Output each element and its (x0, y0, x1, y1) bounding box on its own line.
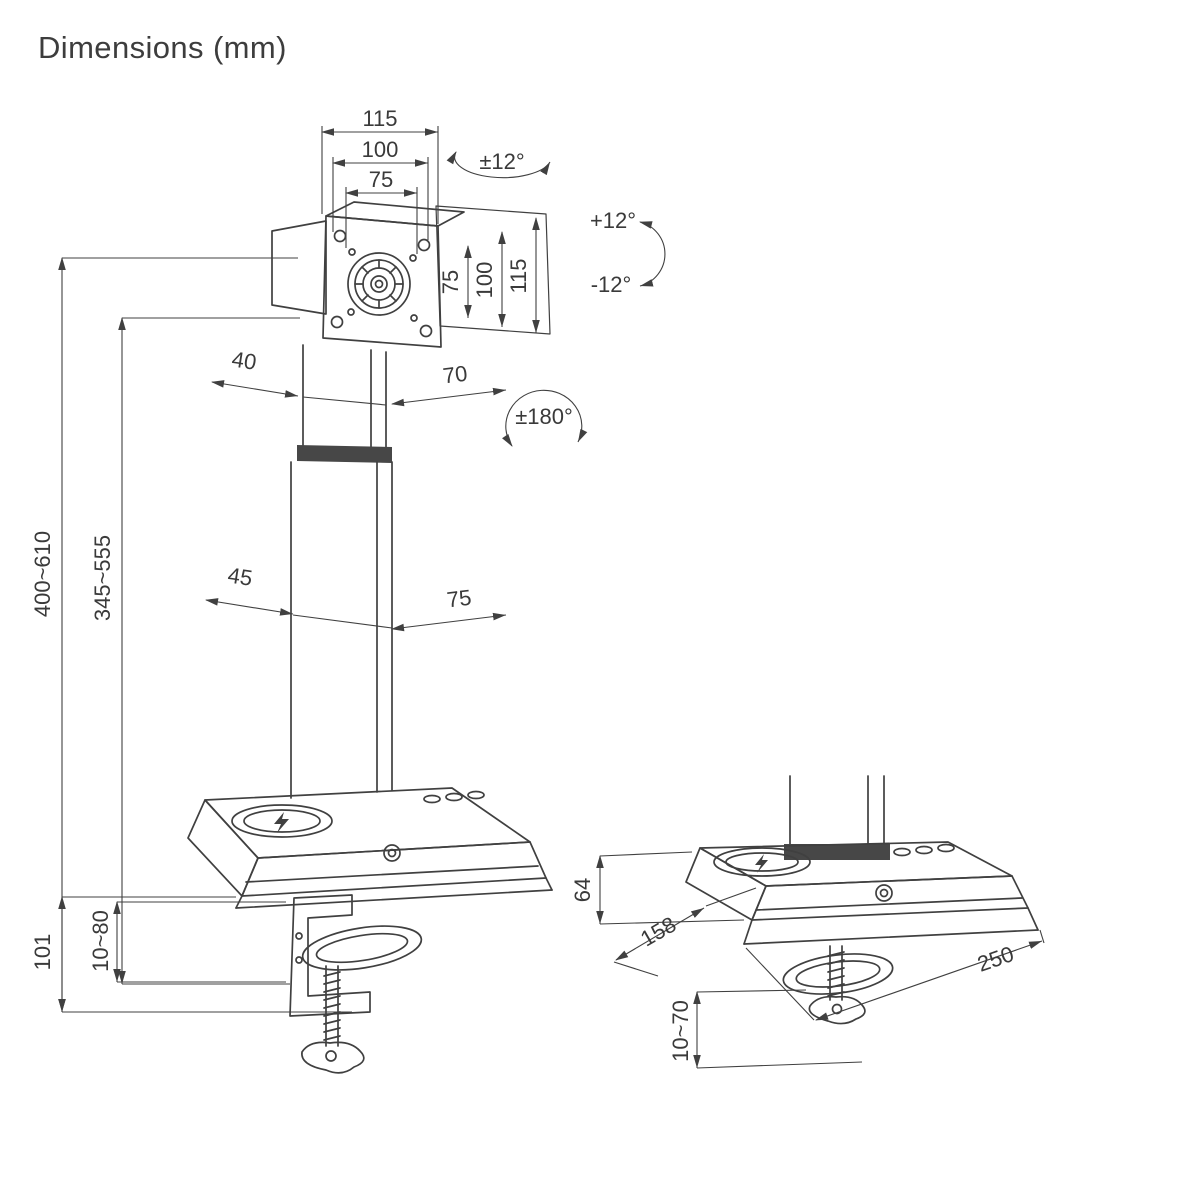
column-side (789, 775, 885, 845)
column-collar (297, 445, 392, 463)
dim-clamp-open-main: 10~80 (88, 910, 113, 972)
clamp-ring-handle (301, 925, 423, 971)
dim-height-total: 400~610 (30, 531, 55, 617)
dim-vesa-height-mid: 100 (472, 262, 497, 299)
dim-upper-column-depth: 40 (230, 346, 258, 375)
control-buttons-side (893, 843, 955, 857)
vesa-projection-outline (435, 205, 551, 335)
base-side (685, 841, 1039, 945)
swivel-arrow (446, 151, 551, 179)
charging-icon-side (755, 854, 768, 873)
dim-vesa-height-outer: 115 (506, 258, 531, 293)
clamp-knob (301, 1041, 365, 1074)
clamp-main (289, 894, 423, 1074)
front-button-side (875, 884, 893, 902)
dim-base-depth: 158 (636, 911, 680, 951)
dim-vesa-width-inner: 75 (369, 167, 393, 192)
dimension-labels: 115 100 75 ±12° 75 100 115 +12° -12° 40 … (30, 106, 1017, 1062)
dim-base-height: 64 (570, 878, 595, 902)
column-collar-side (784, 844, 890, 860)
dim-base-width: 250 (974, 941, 1017, 977)
dimension-lines (58, 126, 1045, 1069)
column-lower (290, 461, 393, 799)
dim-vesa-width-mid: 100 (362, 137, 399, 162)
dim-base-clamp-height: 101 (30, 934, 55, 971)
front-button (383, 844, 401, 862)
dim-tilt-up: +12° (590, 208, 636, 233)
dim-lower-column-width: 75 (445, 585, 472, 613)
dim-lower-column-depth: 45 (226, 562, 254, 591)
clamp-ring-handle-side (782, 953, 894, 995)
charging-pad-side (713, 847, 811, 877)
vesa-hub (347, 252, 411, 316)
dim-swivel-angle: ±12° (479, 149, 524, 174)
rotation-arrow (502, 389, 588, 447)
dim-vesa-height-inner: 75 (438, 270, 463, 294)
head-bracket (271, 220, 327, 315)
dim-upper-column-width: 70 (441, 361, 468, 389)
charging-pad (231, 804, 333, 838)
tilt-arrow (639, 221, 666, 287)
page-title: Dimensions (mm) (38, 30, 287, 65)
dim-vesa-width-outer: 115 (362, 106, 397, 131)
side-view (685, 775, 1039, 1025)
dim-tilt-down: -12° (591, 272, 632, 297)
column-upper (302, 344, 387, 448)
dim-clamp-open-side: 10~70 (668, 1000, 693, 1062)
base-main (187, 787, 553, 909)
main-front-view (187, 201, 553, 1074)
dim-height-column: 345~555 (90, 535, 115, 621)
control-buttons (423, 790, 485, 804)
dim-rotation-angle: ±180° (515, 404, 573, 429)
vesa-plate (322, 215, 442, 348)
charging-icon (274, 812, 289, 833)
